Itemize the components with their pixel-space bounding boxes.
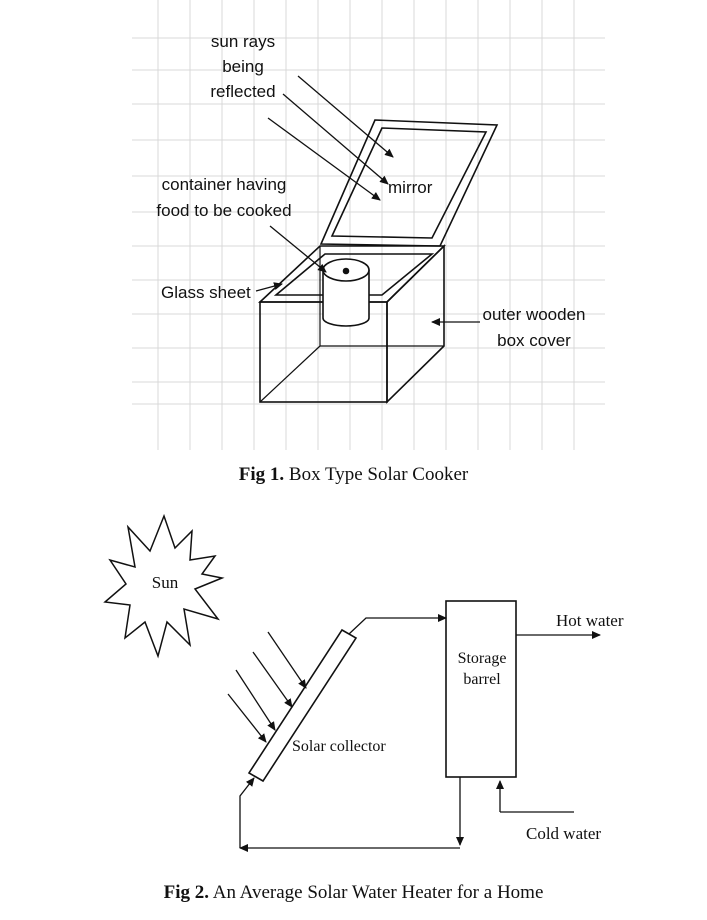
label-sun: Sun	[152, 573, 179, 592]
fig1-grid	[132, 0, 605, 450]
fig1-arrows	[255, 75, 480, 326]
figure1-caption-prefix: Fig 1.	[238, 464, 285, 485]
solar-collector	[247, 628, 358, 783]
figure2-caption-prefix: Fig 2.	[163, 882, 210, 903]
label-storage: Storage	[458, 650, 507, 667]
label-container: container having	[162, 175, 287, 194]
figure1-caption: Fig 1. Box Type Solar Cooker	[0, 464, 707, 486]
label-outer-box: outer wooden	[482, 305, 585, 324]
figure1-caption-text: Box Type Solar Cooker	[284, 464, 469, 485]
glass-sheet-pointer-arrow	[255, 282, 283, 292]
mirror-inner	[330, 127, 488, 239]
label-storage: barrel	[463, 671, 501, 688]
glass-sheet	[273, 253, 435, 296]
solar-cooker-drawing	[257, 119, 499, 404]
label-sun-rays: sun rays	[211, 32, 275, 51]
sun-ray-arrow	[297, 75, 394, 158]
figure2-caption-text: An Average Solar Water Heater for a Home	[209, 882, 544, 903]
label-mirror: mirror	[388, 178, 433, 197]
label-solar-collector: Solar collector	[292, 738, 386, 755]
hot-pipe-arrow	[348, 614, 447, 635]
label-outer-box: box cover	[497, 331, 571, 350]
figure2-caption: Fig 2. An Average Solar Water Heater for…	[0, 882, 707, 904]
collector-ray-arrow	[267, 631, 307, 689]
fig2-diagram: Sun Storage barrel Hot water Solar colle…	[103, 513, 624, 852]
sun-star	[103, 513, 225, 659]
label-glass-sheet: Glass sheet	[161, 283, 251, 302]
collector-ray-arrow	[235, 669, 276, 731]
box-inner-edge	[259, 345, 321, 403]
label-container: food to be cooked	[156, 201, 291, 220]
label-sun-rays: being	[222, 57, 264, 76]
container-pointer-arrow	[269, 225, 327, 273]
label-hot-water: Hot water	[556, 611, 624, 630]
container-knob	[342, 267, 350, 275]
collector-ray-arrow	[227, 693, 267, 743]
fig2-labels: Sun Storage barrel Hot water Solar colle…	[152, 573, 624, 843]
storage-barrel	[445, 600, 517, 778]
fig1-diagram: sun rays being reflected mirror containe…	[132, 0, 605, 450]
collector-ray-arrow	[252, 651, 293, 708]
label-sun-rays: reflected	[210, 82, 275, 101]
food-container	[322, 270, 370, 327]
fig1-labels: sun rays being reflected mirror containe…	[156, 32, 585, 350]
sun-ray-arrow	[282, 93, 389, 185]
sun-ray-arrow	[267, 117, 381, 201]
collector-inlet-arrow	[239, 777, 255, 848]
box-side	[386, 244, 445, 404]
label-cold-water: Cold water	[526, 824, 601, 843]
fig2-arrows	[227, 614, 601, 852]
